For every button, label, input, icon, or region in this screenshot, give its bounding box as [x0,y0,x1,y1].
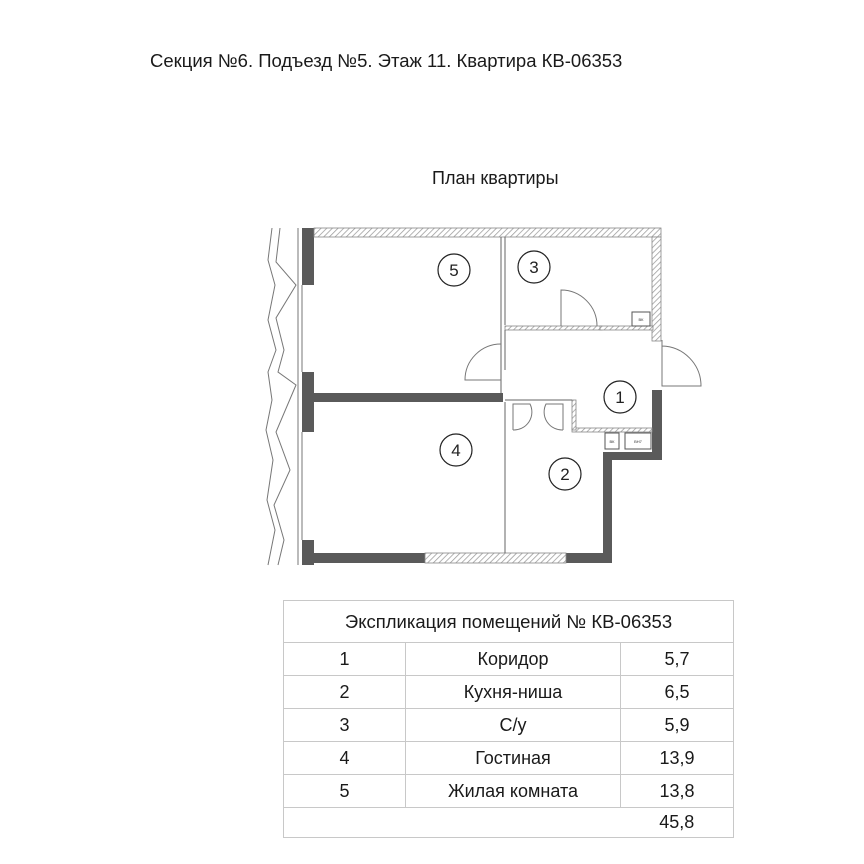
room-area: 6,5 [620,675,734,709]
room-name: Гостиная [405,741,621,775]
room-area: 5,7 [620,642,734,676]
room-area: 13,8 [620,774,734,808]
room-number: 4 [283,741,406,775]
room-area: 5,9 [620,708,734,742]
room-markers: 1 2 3 4 5 [437,250,637,491]
room-number: 5 [283,774,406,808]
walls-hatched [313,227,662,564]
room-marker-1: 1 [615,388,624,407]
room-name: Кухня-ниша [405,675,621,709]
fixtures [604,311,652,450]
fixture-label: ВН7 [634,439,643,444]
room-marker-5: 5 [449,261,458,280]
room-number: 1 [283,642,406,676]
room-marker-3: 3 [529,258,538,277]
walls-dark [302,228,662,565]
total-area: 45,8 [620,807,734,838]
facade-lines [265,227,303,566]
room-name: Коридор [405,642,621,676]
room-name: Жилая комната [405,774,621,808]
total-spacer [283,807,621,838]
room-marker-2: 2 [560,465,569,484]
fixture-label: ВК [639,317,645,322]
room-marker-4: 4 [451,441,460,460]
partitions [500,237,572,553]
room-name: С/у [405,708,621,742]
page-title: Секция №6. Подъезд №5. Этаж 11. Квартира… [150,50,623,71]
total-row: 45,8 [283,807,734,838]
room-area: 13,9 [620,741,734,775]
explication-title: Экспликация помещений № КВ-06353 [283,600,734,643]
plan-title: План квартиры [432,168,559,188]
room-number: 2 [283,675,406,709]
fixture-label: ВК [610,439,616,444]
room-number: 3 [283,708,406,742]
doors [464,289,702,431]
